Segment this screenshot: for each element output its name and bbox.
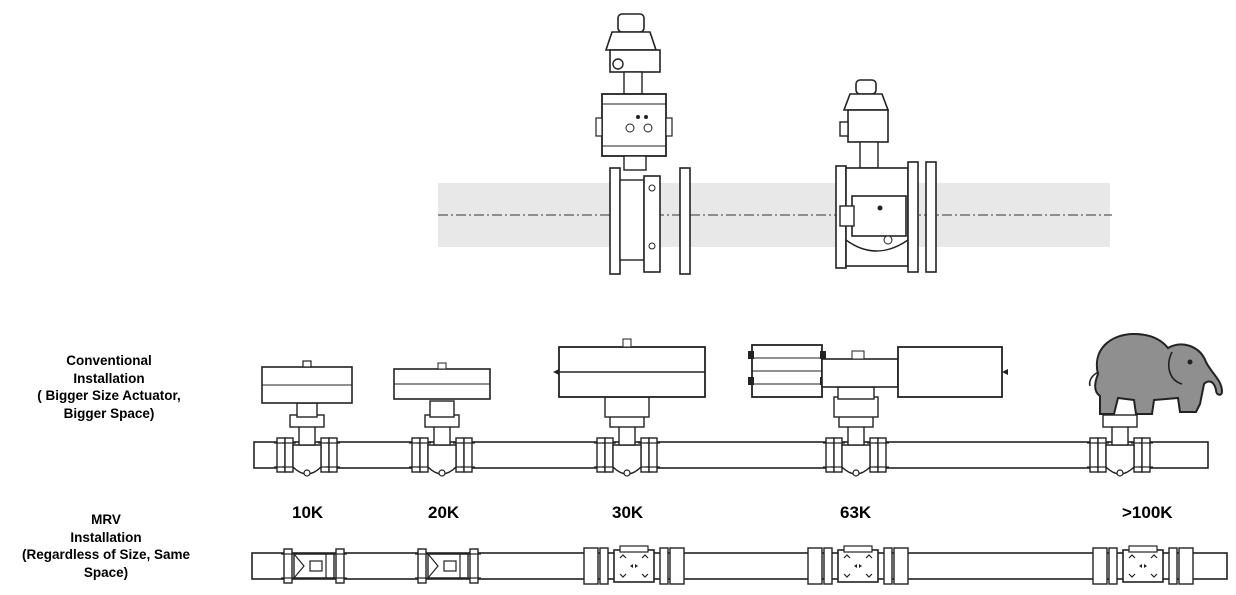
conventional-valve-63k bbox=[748, 344, 1008, 476]
conventional-valve-10k bbox=[261, 360, 353, 476]
conventional-line-2: Installation bbox=[73, 370, 145, 386]
conventional-pipe bbox=[253, 441, 1209, 469]
conventional-valve-30k bbox=[553, 338, 706, 476]
conventional-installation-label: Conventional Installation ( Bigger Size … bbox=[14, 352, 204, 422]
conventional-row bbox=[253, 332, 1224, 476]
mrv-installation-label: MRV Installation (Regardless of Size, Sa… bbox=[6, 511, 206, 581]
size-label-63k: 63K bbox=[840, 503, 872, 522]
mrv-line-4: Space) bbox=[83, 564, 129, 580]
size-label-30k: 30K bbox=[612, 503, 644, 522]
mrv-line-2: Installation bbox=[70, 529, 142, 545]
mrv-valve-20k bbox=[415, 549, 481, 583]
mrv-valve-10k bbox=[281, 549, 347, 583]
mrv-row bbox=[251, 545, 1228, 585]
mrv-pipe bbox=[251, 552, 1228, 580]
conventional-line-4: Bigger Space) bbox=[63, 405, 155, 421]
conventional-valve-20k bbox=[393, 362, 491, 476]
conventional-line-3: ( Bigger Size Actuator, bbox=[37, 388, 181, 403]
mrv-line-1: MRV bbox=[91, 512, 121, 527]
conventional-valve-100k bbox=[1087, 415, 1153, 476]
size-label-20k: 20K bbox=[428, 503, 460, 522]
mrv-valve-actuator-icon bbox=[835, 79, 937, 273]
size-label-100k: >100K bbox=[1122, 503, 1173, 522]
mrv-line-3: (Regardless of Size, Same bbox=[21, 547, 191, 562]
conventional-valve-actuator-icon bbox=[595, 13, 691, 275]
size-label-10k: 10K bbox=[292, 503, 324, 522]
elephant-icon bbox=[1088, 332, 1224, 415]
conventional-line-1: Conventional bbox=[66, 353, 152, 368]
top-comparison-figure bbox=[438, 13, 1112, 275]
